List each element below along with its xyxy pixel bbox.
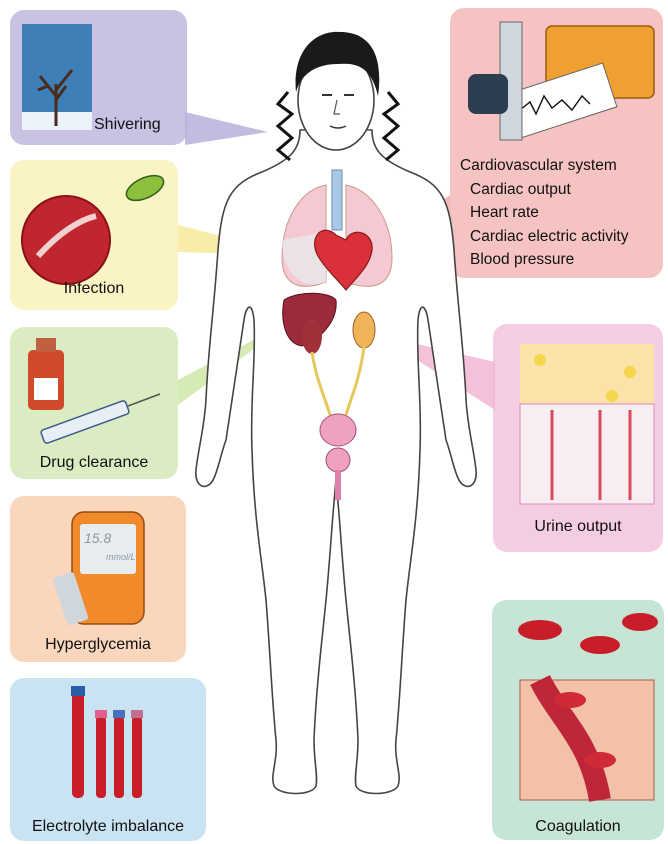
shivering-label: Shivering [94, 116, 161, 134]
cardio-item: Cardiac output [460, 178, 629, 202]
hyperglycemia-label: Hyperglycemia [10, 636, 186, 654]
kidney-right [353, 312, 375, 348]
cardiovascular-text: Cardiovascular system Cardiac output Hea… [460, 154, 629, 272]
ecg-machine-icon [508, 26, 654, 138]
blood-agar-plate-icon [22, 196, 110, 284]
urine-output-label: Urine output [493, 518, 663, 536]
blood-pressure-cuff-icon [468, 22, 522, 140]
blood-tubes-icon [71, 686, 143, 798]
kidney-left [302, 318, 322, 354]
cardio-item: Cardiac electric activity [460, 225, 629, 249]
drug-clearance-label: Drug clearance [10, 454, 178, 472]
bladder [320, 414, 356, 446]
shiver-mark-right [384, 92, 398, 160]
trachea [332, 170, 342, 230]
shiver-mark-left [278, 92, 292, 160]
glucometer-value: 15.8 [84, 530, 111, 546]
shivering-connector [185, 112, 268, 145]
cardio-item: Heart rate [460, 201, 629, 225]
electrolyte-label: Electrolyte imbalance [10, 818, 206, 836]
nephron-icon [520, 344, 654, 504]
clot-icon [518, 613, 658, 800]
bacterium-icon [123, 170, 168, 205]
coagulation-label: Coagulation [492, 818, 664, 836]
glucometer-unit: mmol/L [106, 552, 136, 562]
cardiovascular-title: Cardiovascular system [460, 154, 629, 178]
cardio-item: Blood pressure [460, 248, 629, 272]
infection-label: Infection [10, 280, 178, 298]
